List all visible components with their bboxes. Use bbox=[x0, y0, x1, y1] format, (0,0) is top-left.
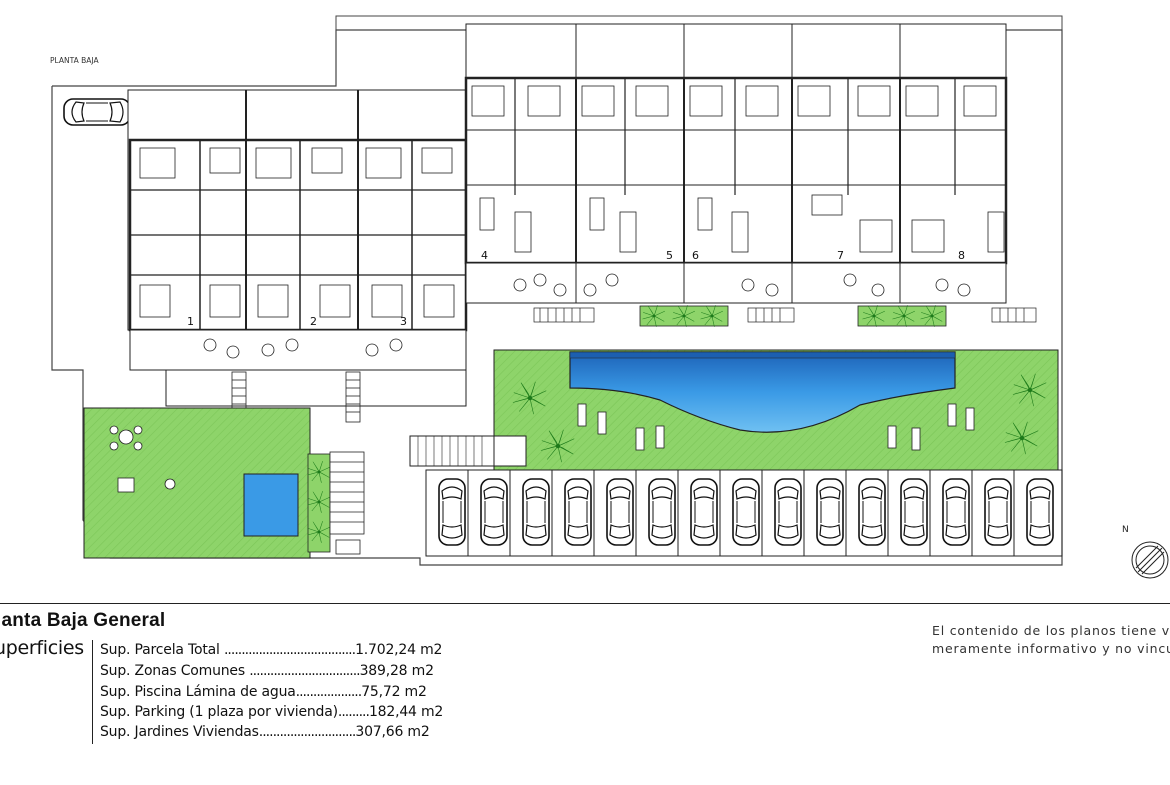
lounger-icon bbox=[577, 403, 975, 451]
small-pool bbox=[243, 473, 299, 537]
site-boundary bbox=[51, 29, 1063, 566]
surface-row-label: Sup. Jardines Viviendas bbox=[100, 724, 259, 740]
surface-row-label: Sup. Parcela Total bbox=[100, 642, 224, 658]
parked-cars bbox=[438, 478, 1054, 546]
site-plan: PLANTA BAJA 1 bbox=[50, 15, 1169, 579]
svg-text:N: N bbox=[1122, 525, 1129, 535]
surface-row-dots: ................................ bbox=[249, 663, 360, 679]
compass-icon: N bbox=[1122, 525, 1169, 579]
disclaimer-line-1: El contenido de los planos tiene valo bbox=[932, 623, 1170, 638]
swimming-pool bbox=[569, 351, 956, 433]
surface-row-value: 182,44 m2 bbox=[368, 704, 444, 720]
surface-row: Sup. Jardines Viviendas.................… bbox=[100, 724, 430, 740]
disclaimer: El contenido de los planos tiene valo me… bbox=[932, 622, 1170, 658]
unit-number-7: 7 bbox=[837, 249, 844, 262]
unit-number-6: 6 bbox=[692, 249, 699, 262]
surface-row: Sup. Parking (1 plaza por vivienda).....… bbox=[100, 704, 443, 720]
legend-divider bbox=[92, 640, 93, 744]
legend-title: lanta Baja General bbox=[0, 610, 166, 631]
unit-number-8: 8 bbox=[958, 249, 965, 262]
divider-line bbox=[0, 603, 1170, 604]
parking-row bbox=[425, 469, 1063, 557]
surface-row-dots: ............................ bbox=[258, 724, 357, 740]
legend-label: uperficies bbox=[0, 637, 84, 659]
planter-1 bbox=[639, 304, 729, 328]
unit-number-3: 3 bbox=[400, 315, 407, 328]
unit-number-4: 4 bbox=[481, 249, 488, 262]
surface-row-label: Sup. Parking (1 plaza por vivienda) bbox=[100, 704, 338, 720]
surface-row: Sup. Parcela Total .....................… bbox=[100, 642, 442, 658]
houses-block-left bbox=[127, 89, 468, 407]
surface-row-label: Sup. Piscina Lámina de agua bbox=[100, 684, 296, 700]
surface-row: Sup. Piscina Lámina de agua.............… bbox=[100, 684, 427, 700]
surface-row-dots: ...................................... bbox=[223, 642, 356, 658]
unit-number-2: 2 bbox=[310, 315, 317, 328]
garden-left bbox=[83, 407, 331, 559]
surface-row-value: 1.702,24 m2 bbox=[355, 642, 443, 658]
unit-number-5: 5 bbox=[666, 249, 673, 262]
surface-row-value: 75,72 m2 bbox=[361, 684, 427, 700]
pool-area bbox=[493, 349, 1059, 471]
surface-row: Sup. Zonas Comunes .....................… bbox=[100, 663, 434, 679]
car-icon bbox=[63, 98, 131, 126]
surface-row-value: 389,28 m2 bbox=[359, 663, 434, 679]
planter-2 bbox=[857, 304, 947, 328]
houses-block-right bbox=[464, 23, 1008, 304]
plan-title: PLANTA BAJA bbox=[50, 56, 99, 65]
disclaimer-line-2: meramente informativo y no vinculan bbox=[932, 641, 1170, 656]
surface-row-dots: ......... bbox=[337, 704, 370, 720]
surface-row-value: 307,66 m2 bbox=[355, 724, 430, 740]
unit-number-1: 1 bbox=[187, 315, 194, 328]
surface-row-dots: ................... bbox=[295, 684, 363, 700]
surface-row-label: Sup. Zonas Comunes bbox=[100, 663, 250, 679]
